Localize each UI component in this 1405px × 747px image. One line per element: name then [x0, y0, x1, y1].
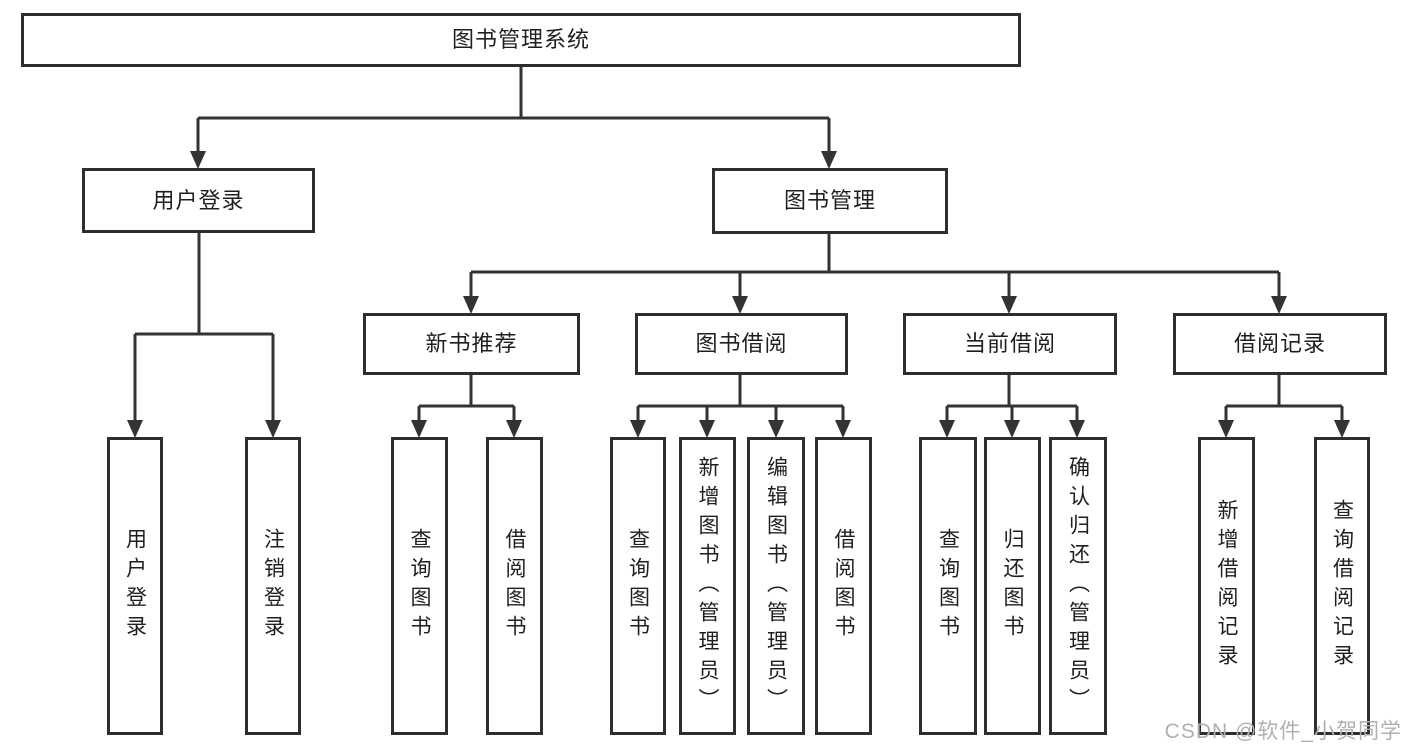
leaf-query-borrow-record: 查询借阅记录 — [1314, 437, 1370, 735]
node-user-login: 用户登录 — [82, 168, 315, 233]
node-label: 用户登录 — [152, 187, 245, 213]
leaf-return-books: 归还图书 — [984, 437, 1041, 735]
node-label: 新增借阅记录 — [1215, 499, 1238, 673]
leaf-edit-books-admin: 编辑图书（管理员） — [747, 437, 805, 735]
leaf-query-books-current: 查询图书 — [919, 437, 977, 735]
leaf-query-books-recommend: 查询图书 — [391, 437, 448, 735]
node-label: 新增图书（管理员） — [696, 455, 719, 717]
node-new-book-recommendation: 新书推荐 — [363, 313, 580, 375]
node-label: 新书推荐 — [425, 331, 518, 356]
leaf-add-borrow-record: 新增借阅记录 — [1198, 437, 1255, 735]
leaf-borrow-books-recommend: 借阅图书 — [486, 437, 543, 735]
leaf-borrow-books: 借阅图书 — [815, 437, 872, 735]
node-label: 图书管理系统 — [451, 27, 590, 52]
node-label: 查询借阅记录 — [1330, 499, 1354, 673]
node-current-borrowing: 当前借阅 — [903, 313, 1117, 375]
node-label: 确认归还（管理员） — [1066, 455, 1090, 717]
leaf-add-books-admin: 新增图书（管理员） — [679, 437, 736, 735]
node-label: 查询图书 — [626, 528, 650, 644]
node-book-management: 图书管理 — [712, 168, 948, 234]
leaf-user-login: 用户登录 — [107, 437, 163, 735]
leaf-query-books-borrow: 查询图书 — [610, 437, 666, 735]
node-label: 图书管理 — [783, 188, 876, 213]
node-label: 编辑图书（管理员） — [764, 455, 788, 717]
node-label: 注销登录 — [261, 528, 285, 644]
node-label: 借阅图书 — [503, 528, 526, 644]
node-label: 用户登录 — [123, 528, 147, 644]
node-label: 借阅记录 — [1233, 331, 1326, 356]
node-label: 查询图书 — [936, 528, 960, 644]
leaf-logout: 注销登录 — [245, 437, 301, 735]
node-label: 查询图书 — [408, 528, 431, 644]
node-label: 借阅图书 — [832, 528, 855, 644]
leaf-confirm-return-admin: 确认归还（管理员） — [1049, 437, 1107, 735]
csdn-watermark: CSDN @软件_小贺同学 — [1164, 720, 1402, 743]
node-library-management-system: 图书管理系统 — [21, 13, 1021, 67]
node-label: 归还图书 — [1001, 528, 1024, 644]
node-label: 图书借阅 — [695, 331, 788, 356]
node-book-borrowing: 图书借阅 — [635, 313, 848, 375]
node-borrowing-records: 借阅记录 — [1173, 313, 1387, 375]
node-label: 当前借阅 — [963, 331, 1056, 356]
